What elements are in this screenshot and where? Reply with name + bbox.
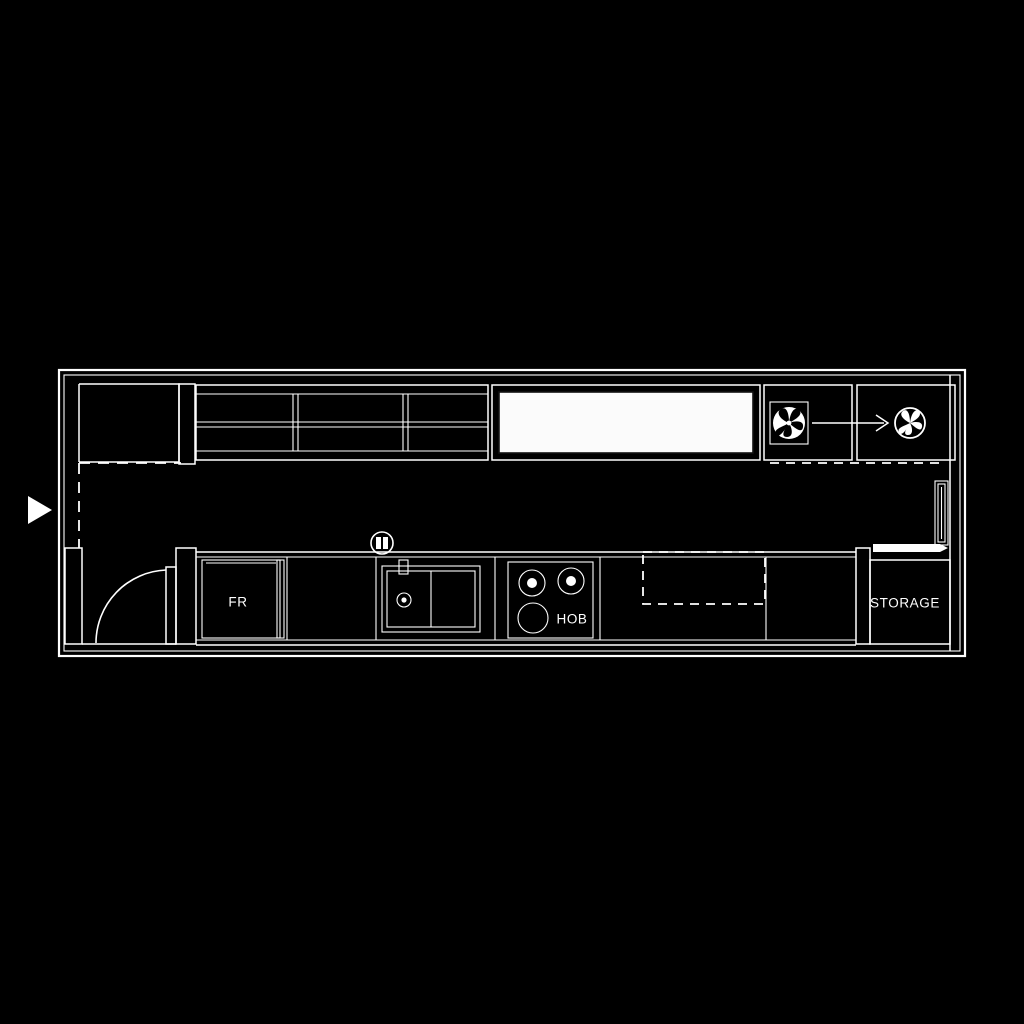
- play-triangle-marker: [28, 496, 52, 524]
- sliding-door-arrow: [873, 544, 948, 552]
- hob-label: HOB: [556, 612, 587, 627]
- fridge-label: FR: [228, 595, 247, 610]
- building-envelope: [57, 368, 967, 658]
- side-window: [934, 480, 949, 546]
- faucet-icon: [398, 559, 409, 575]
- door-leaf[interactable]: [165, 566, 177, 645]
- burner-rear-right: [557, 567, 585, 595]
- storage-label: STORAGE: [870, 596, 940, 611]
- door-swing-arc: [95, 569, 167, 644]
- storage-cupboard: STORAGE: [855, 544, 951, 645]
- fan-icon: [773, 407, 805, 439]
- plumbing-riser-tag: [370, 531, 394, 555]
- top-left-alcove: [78, 383, 196, 465]
- fridge-door: [276, 559, 285, 639]
- overhead-dashed-guide: [78, 462, 940, 548]
- burner-rear-left: [518, 569, 546, 597]
- fan-housing: [769, 401, 809, 445]
- refrigerator: FR: [201, 559, 285, 639]
- hidden-appliance-outline: [642, 551, 766, 605]
- burner-front-left: [517, 602, 549, 634]
- worktop-panel: [491, 384, 761, 461]
- entry-marker: [28, 496, 52, 524]
- entry-door[interactable]: [64, 547, 197, 645]
- sink-drain: [396, 592, 412, 608]
- extractor-fan-unit: [763, 384, 853, 461]
- fan-icon: [894, 407, 926, 439]
- cooktop: HOB: [507, 561, 594, 639]
- wall-shelving-unit: [195, 384, 489, 461]
- arrow-right-icon: [875, 414, 890, 432]
- exhaust-duct-run: [812, 384, 956, 461]
- double-bowl-sink: [381, 559, 481, 633]
